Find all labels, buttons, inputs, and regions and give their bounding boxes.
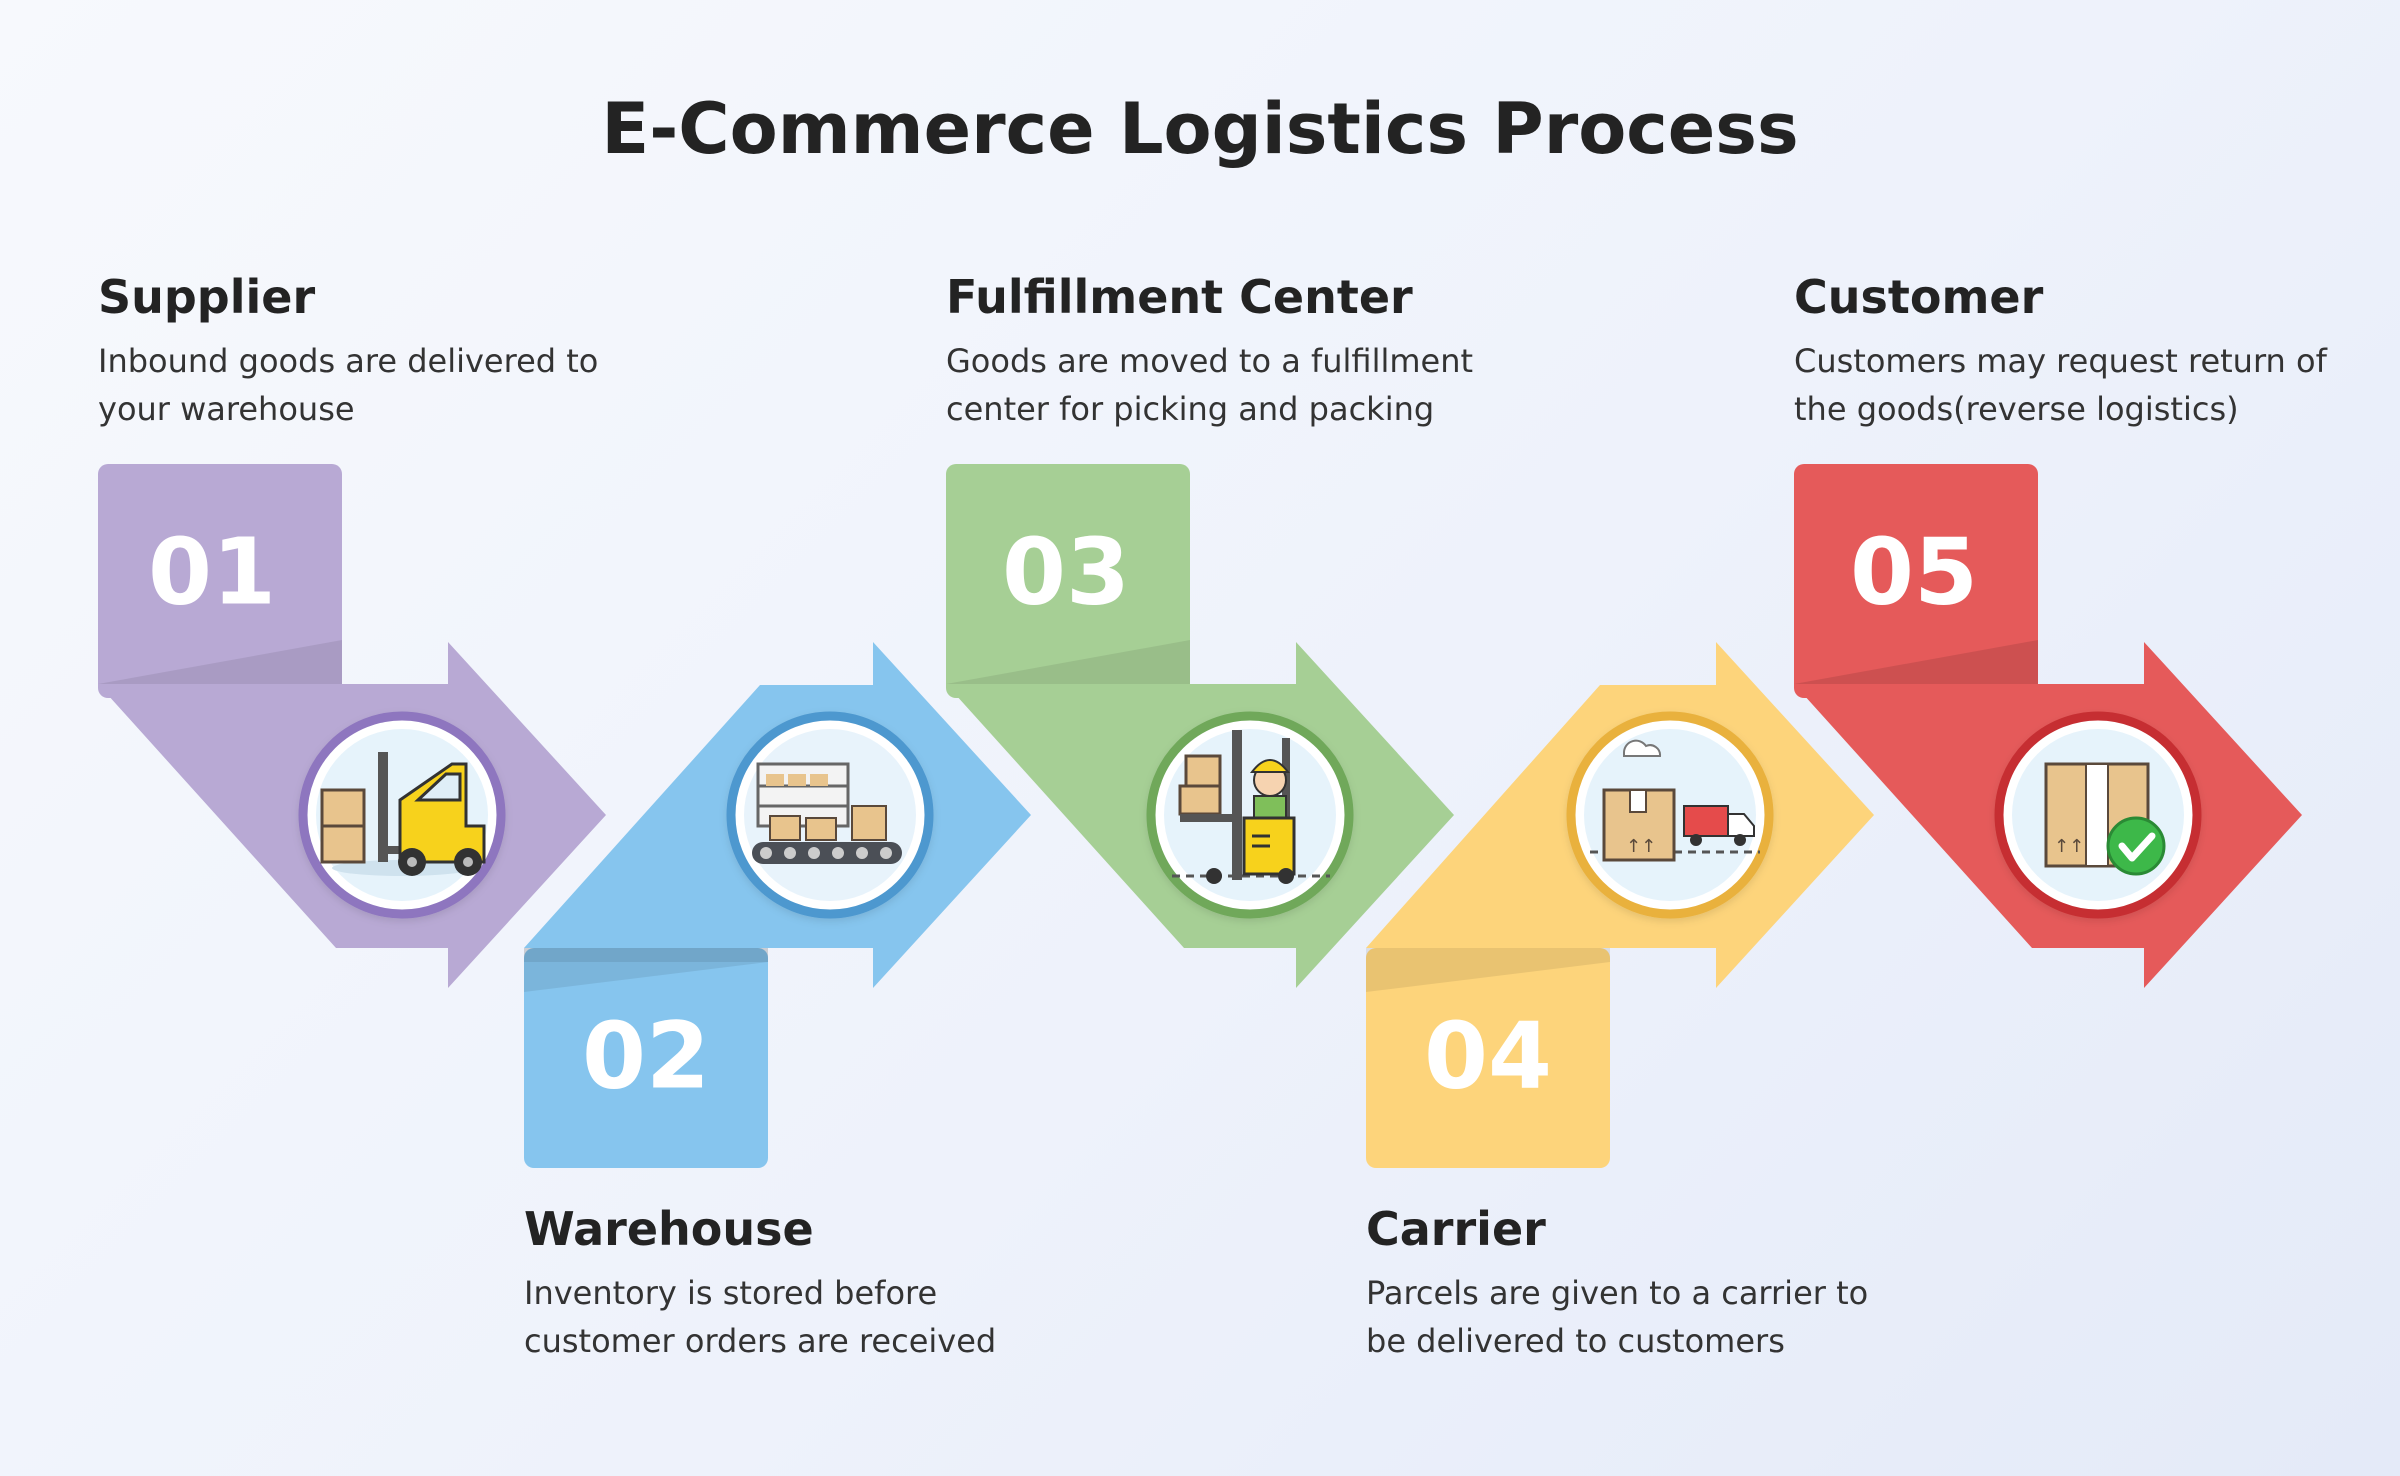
step-3-number-tab — [946, 464, 1190, 698]
step-1-number: 01 — [148, 518, 276, 625]
step-4-number: 04 — [1424, 1002, 1552, 1109]
step-2-number-tab — [524, 948, 768, 1168]
step-5-number: 05 — [1850, 518, 1978, 625]
page-title: E-Commerce Logistics Process — [601, 88, 1799, 170]
forklift-icon — [298, 711, 506, 919]
step-2-number: 02 — [582, 1002, 710, 1109]
step-3-text: Fulfillment Center Goods are moved to a … — [946, 272, 1506, 433]
step-5-description: Customers may request return of the good… — [1794, 341, 2327, 428]
step-2-text: Warehouse Inventory is stored before cus… — [524, 1204, 1084, 1365]
step-3-description: Goods are moved to a fulfillment center … — [946, 341, 1474, 428]
step-1-text: Supplier Inbound goods are delivered to … — [98, 272, 658, 433]
step-2-description: Inventory is stored before customer orde… — [524, 1273, 997, 1360]
step-1-heading: Supplier — [98, 270, 316, 324]
svg-text:↑↑: ↑↑ — [1626, 836, 1656, 857]
step-1-number-tab — [98, 464, 342, 698]
step-1-description: Inbound goods are delivered to your ware… — [98, 341, 599, 428]
step-2-heading: Warehouse — [524, 1202, 814, 1256]
step-5-text: Customer Customers may request return of… — [1794, 272, 2354, 433]
package-check-icon: ↑↑ — [1994, 711, 2202, 919]
step-4-number-tab — [1366, 948, 1610, 1168]
step-4-text: Carrier Parcels are given to a carrier t… — [1366, 1204, 1926, 1365]
step-4-heading: Carrier — [1366, 1202, 1546, 1256]
worker-forklift-icon — [1146, 711, 1354, 919]
step-3-number: 03 — [1002, 518, 1130, 625]
svg-text:↑↑: ↑↑ — [2054, 836, 2084, 857]
delivery-truck-icon: ↑↑ — [1566, 711, 1774, 919]
step-5-heading: Customer — [1794, 270, 2044, 324]
step-4-description: Parcels are given to a carrier to be del… — [1366, 1273, 1869, 1360]
step-3-heading: Fulfillment Center — [946, 270, 1413, 324]
step-5-number-tab — [1794, 464, 2038, 698]
conveyor-belt-icon — [726, 711, 934, 919]
step-2-shape: 02 — [524, 642, 1031, 1168]
